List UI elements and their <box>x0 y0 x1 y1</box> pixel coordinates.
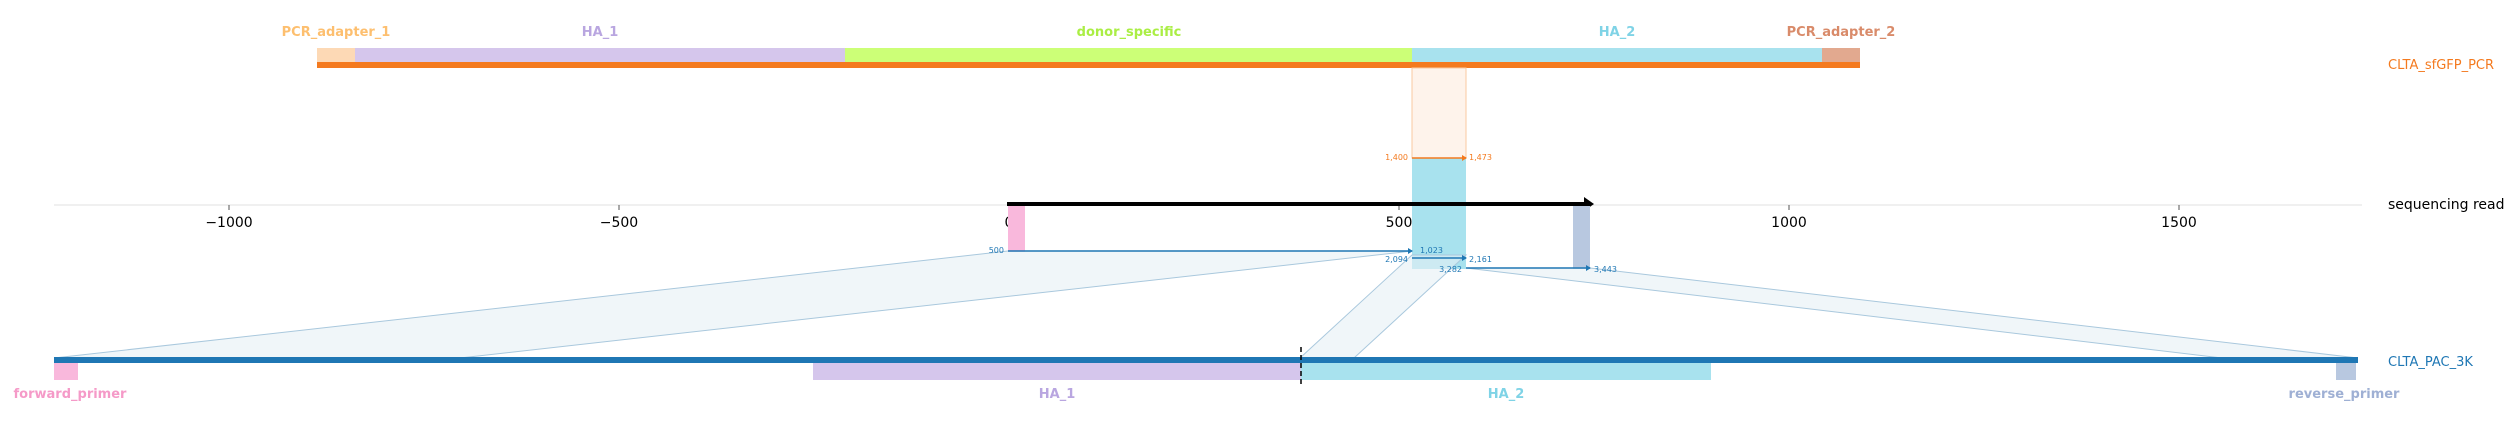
bottom-feature-reverse-primer <box>2336 362 2356 380</box>
axis-tick-label: 1000 <box>1771 215 1807 231</box>
bottom-feature-label-ha-1: HA_1 <box>1039 387 1076 402</box>
alignment-arrow-3 <box>1462 255 1467 261</box>
read-feature-forward-primer <box>1008 206 1025 252</box>
alignment-end-label-4: 3,443 <box>1594 265 1617 274</box>
top-construct-name: CLTA_sfGFP_PCR <box>2388 58 2494 73</box>
alignment-arrow-1 <box>1462 155 1467 161</box>
alignment-markers: 1,400 1,473 500 1,023 2,094 2,161 3,282 … <box>989 153 1617 274</box>
axis-tick-label: −1000 <box>205 215 252 231</box>
bottom-feature-label-reverse-primer: reverse_primer <box>2289 387 2401 402</box>
alignment-end-label-1: 1,473 <box>1469 153 1492 162</box>
top-feature-label-ha-1: HA_1 <box>582 25 619 40</box>
alignment-start-label-1: 1,400 <box>1385 153 1408 162</box>
top-feature-ha-1 <box>355 48 845 65</box>
top-feature-donor-specific <box>845 48 1412 65</box>
axis-tick-label: −500 <box>600 215 638 231</box>
axis-tick-label: 500 <box>1386 215 1413 231</box>
top-backbone <box>317 62 1860 68</box>
alignment-end-label-2: 1,023 <box>1420 246 1443 255</box>
bottom-feature-ha-1 <box>813 362 1301 380</box>
alignment-end-label-3: 2,161 <box>1469 255 1492 264</box>
axis-tick-label: 1500 <box>2161 215 2197 231</box>
top-feature-pcr-adapter-2 <box>1822 48 1860 65</box>
bottom-connection-band-3 <box>1465 267 2359 359</box>
top-feature-ha-2 <box>1412 48 1822 65</box>
top-feature-label-donor-specific: donor_specific <box>1077 25 1182 40</box>
top-connection <box>1411 67 1467 204</box>
top-construct: PCR_adapter_1 HA_1 donor_specific HA_2 P… <box>282 25 2494 73</box>
top-feature-label-pcr-adapter-1: PCR_adapter_1 <box>282 25 391 40</box>
top-feature-label-ha-2: HA_2 <box>1599 25 1636 40</box>
bottom-feature-label-ha-2: HA_2 <box>1488 387 1525 402</box>
top-connection-band <box>1411 67 1467 159</box>
bottom-connection-band-1 <box>53 250 1413 359</box>
read-feature-reverse-primer <box>1573 206 1590 269</box>
bottom-backbone <box>54 357 2358 363</box>
bottom-feature-ha-2 <box>1301 362 1711 380</box>
bottom-construct: forward_primer HA_1 HA_2 reverse_primer … <box>14 347 2473 402</box>
alignment-arrow-4 <box>1586 265 1591 271</box>
read-axis: −1000 −500 0 500 1000 1500 sequencing re… <box>54 197 2504 231</box>
top-feature-pcr-adapter-1 <box>317 48 355 65</box>
bottom-feature-forward-primer <box>54 362 78 380</box>
top-feature-label-pcr-adapter-2: PCR_adapter_2 <box>1787 25 1896 40</box>
bottom-connection <box>53 250 2359 359</box>
alignment-start-label-4: 3,282 <box>1439 265 1462 274</box>
alignment-arrow-2 <box>1408 248 1413 254</box>
bottom-construct-name: CLTA_PAC_3K <box>2388 355 2473 370</box>
read-name: sequencing read <box>2388 197 2504 213</box>
bottom-feature-label-forward-primer: forward_primer <box>14 387 128 402</box>
alignment-start-label-2: 500 <box>989 246 1004 255</box>
read-overlap-ha-2 <box>1412 158 1466 204</box>
alignment-start-label-3: 2,094 <box>1385 255 1408 264</box>
